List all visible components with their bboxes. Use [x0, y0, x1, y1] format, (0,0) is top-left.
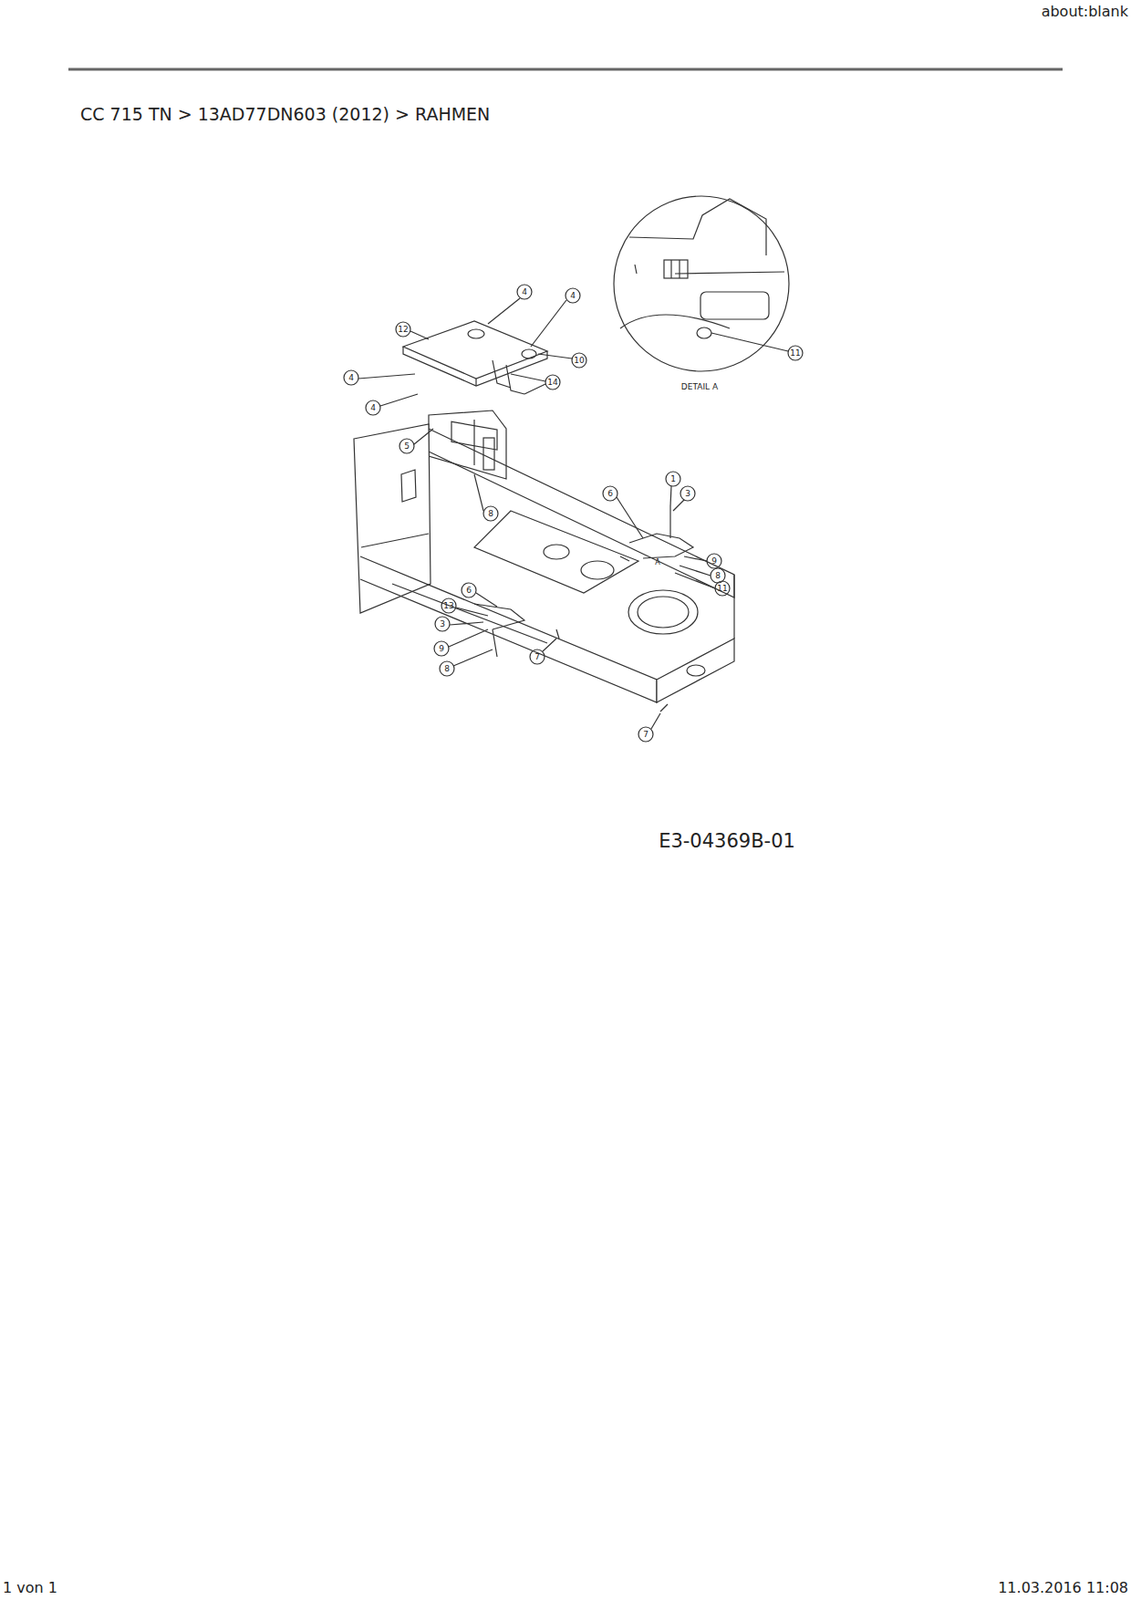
callout-number: 14: [547, 378, 558, 387]
callout-number: 8: [487, 509, 494, 519]
callout-number: 10: [573, 356, 584, 365]
callout-number: 3: [439, 620, 446, 629]
callout-number: 4: [521, 288, 528, 297]
callout-number: 5: [404, 442, 410, 451]
detail-marker: A: [654, 559, 660, 567]
callout-number: 12: [397, 325, 408, 334]
page-title: CC 715 TN > 13AD77DN603 (2012) > RAHMEN: [80, 105, 490, 124]
page-url: about:blank: [1041, 4, 1129, 20]
timestamp: 11.03.2016 11:08: [997, 1580, 1129, 1596]
callout-number: 1: [670, 475, 676, 484]
callout-number: 6: [607, 489, 613, 499]
callout-number: 3: [684, 489, 691, 499]
callout-number: 7: [534, 653, 540, 662]
callout-number: 4: [570, 291, 576, 301]
callout-number: 4: [348, 373, 354, 383]
callout-number: 7: [643, 730, 649, 739]
page-count: 1 von 1: [2, 1580, 58, 1596]
callout-number: 11: [716, 584, 727, 593]
callout-number: 9: [711, 557, 717, 566]
callout-number: 8: [715, 571, 721, 581]
callout-number: 13: [443, 601, 454, 611]
callout-number: 8: [444, 664, 450, 674]
callout-number: 9: [438, 644, 445, 654]
callout-number: 4: [370, 404, 376, 413]
detail-caption: DETAIL A: [681, 383, 718, 392]
drawing-number: E3-04369B-01: [658, 831, 796, 851]
callout-number: 6: [466, 586, 472, 595]
callout-number: 11: [789, 349, 800, 358]
